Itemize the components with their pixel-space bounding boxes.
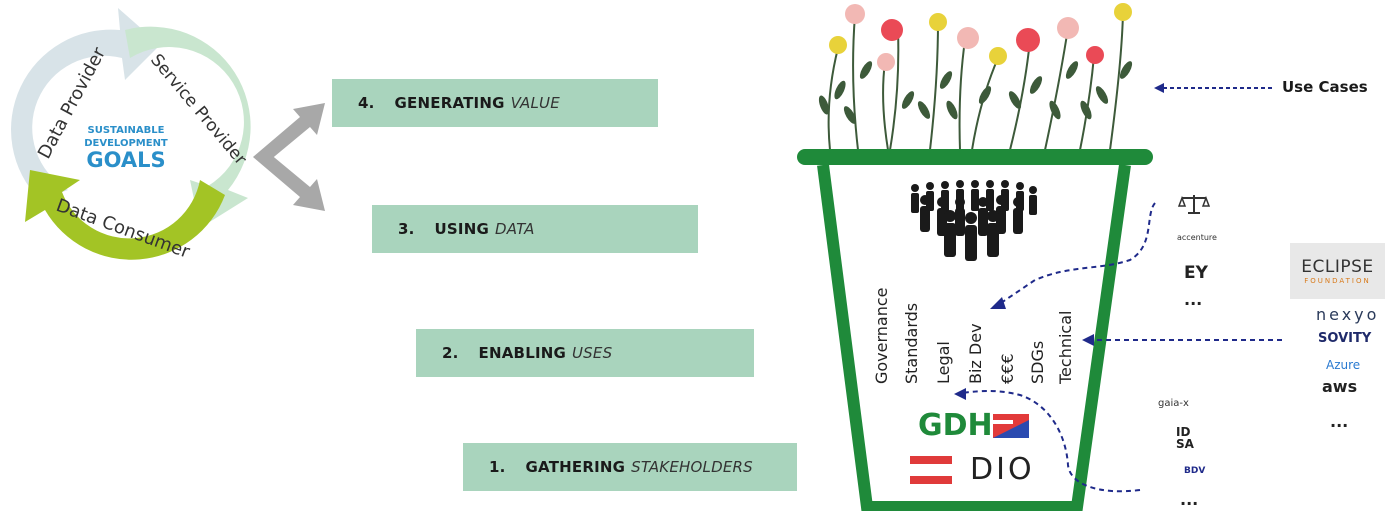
data-consumer-arc <box>25 170 225 260</box>
step-2-number: 2. <box>442 344 459 362</box>
eclipse-logo-text: ECLIPSE <box>1301 257 1374 277</box>
data-provider-arc <box>11 8 160 200</box>
middle-logos-ellipsis: ... <box>1330 412 1349 431</box>
sdg-logo-line2: DEVELOPMENT <box>84 138 168 149</box>
sovity-logo: SOVITY <box>1318 331 1372 346</box>
justice-scales-icon <box>1178 195 1210 214</box>
eclipse-foundation-text: FOUNDATION <box>1304 277 1371 285</box>
ey-logo: EY <box>1184 263 1208 283</box>
bdv-logo: BDV <box>1184 466 1206 476</box>
accenture-logo: accenture <box>1177 233 1217 242</box>
nexyo-logo: nexyo <box>1316 305 1380 324</box>
cycle-diagram: Data Provider Service Provider Data Cons… <box>11 8 251 263</box>
dio-logo-text: DIO <box>970 452 1035 487</box>
gaia-x-logo: gaia-x <box>1158 398 1189 409</box>
use-cases-label: Use Cases <box>1282 78 1368 96</box>
people-crowd-icon <box>911 180 1037 261</box>
step-1-keyword: GATHERING <box>525 458 626 476</box>
step-1: 1. GATHERING STAKEHOLDERS <box>463 443 797 491</box>
pot-label-standards: Standards <box>902 302 921 384</box>
eclipse-foundation-logo: ECLIPSE FOUNDATION <box>1290 243 1385 299</box>
dashed-arrows <box>954 202 1282 493</box>
step-4-number: 4. <box>358 94 375 112</box>
service-provider-arc <box>125 26 251 228</box>
pot-rim <box>797 149 1153 165</box>
step-3-keyword: USING <box>434 220 489 238</box>
step-2-keyword: ENABLING <box>478 344 566 362</box>
idsa-logo-line1: ID <box>1176 425 1191 439</box>
sdg-logo-line3: GOALS <box>86 148 165 172</box>
bottom-logos-ellipsis: ... <box>1180 490 1199 509</box>
step-3: 3. USING DATA <box>372 205 698 253</box>
step-2: 2. ENABLING USES <box>416 329 754 377</box>
grey-double-arrow <box>253 103 325 211</box>
step-3-number: 3. <box>398 220 415 238</box>
pot <box>797 149 1153 511</box>
idsa-logo-line2: SA <box>1176 437 1194 451</box>
step-1-number: 1. <box>489 458 506 476</box>
aws-logo: aws <box>1322 377 1358 396</box>
step-4: 4. GENERATING VALUE <box>332 79 658 127</box>
sdg-logo-line1: SUSTAINABLE <box>88 125 165 136</box>
gdh-logo-text: GDH <box>918 408 993 443</box>
use-cases-arrow <box>1154 83 1272 93</box>
step-2-rest: USES <box>572 344 613 362</box>
pot-label-governance: Governance <box>872 287 891 384</box>
step-3-rest: DATA <box>494 220 535 238</box>
step-4-rest: VALUE <box>510 94 560 112</box>
gdh-flag-icon <box>993 414 1029 438</box>
flowers-illustration <box>818 3 1133 151</box>
step-4-keyword: GENERATING <box>394 94 505 112</box>
step-1-rest: STAKEHOLDERS <box>631 458 753 476</box>
pot-body <box>817 164 1131 511</box>
azure-logo: Azure <box>1326 358 1361 372</box>
top-logos-ellipsis: ... <box>1184 290 1203 309</box>
austria-flag-icon <box>910 456 952 484</box>
